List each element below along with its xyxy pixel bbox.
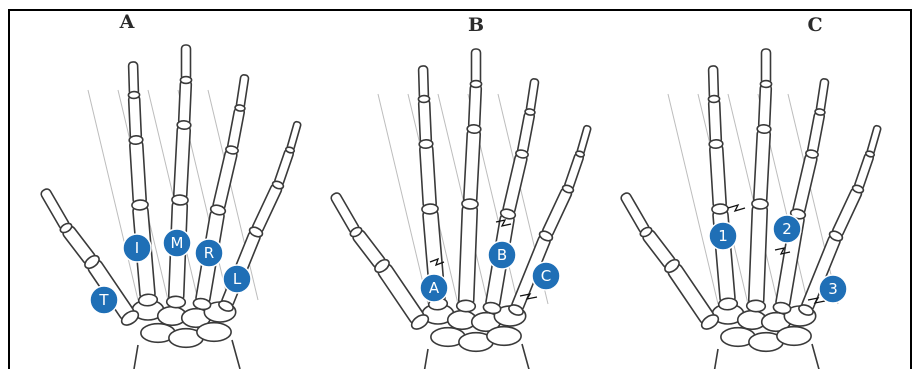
hand-skeleton-c (620, 49, 882, 369)
a-index-bone-3-joint (128, 91, 139, 98)
marker-a: A (420, 274, 448, 302)
a-little-bone-1 (251, 183, 283, 235)
a-middle-bone-0-joint (166, 296, 185, 308)
b-ring-bone-3 (526, 78, 539, 112)
marker-c: C (532, 262, 560, 290)
panel-letter-c: C (807, 14, 822, 36)
b-index-bone-3-joint (418, 95, 429, 102)
b-index-bone-3 (419, 66, 429, 99)
c-middle-bone-3-joint (760, 81, 771, 88)
a-middle-bone-3-joint (180, 77, 191, 84)
c-middle-bone-0-joint (746, 300, 765, 312)
svg-text:L: L (233, 270, 242, 288)
a-ring-bone-3-joint (235, 104, 246, 111)
b-little-bone-1 (541, 187, 573, 239)
marker-little: L (223, 265, 251, 293)
c-index-bone-3-joint (708, 95, 719, 102)
c-little-bone-1 (831, 187, 863, 239)
a-ring-bone-3 (236, 74, 249, 108)
b-index-bone-2-joint (419, 140, 433, 149)
c-ring-bone-3-joint (815, 108, 826, 115)
b-ring-bone-2 (517, 111, 535, 155)
svg-text:C: C (541, 267, 551, 285)
marker-middle: M (163, 229, 191, 257)
b-middle-bone-2 (469, 84, 482, 129)
a-index-bone-1-joint (132, 200, 149, 211)
c-middle-bone-3 (762, 49, 771, 84)
c-index-bone-2-joint (709, 140, 723, 149)
hand-skeleton-a (40, 45, 302, 369)
c-index-bone-2 (709, 99, 722, 144)
a-middle-bone-1 (174, 125, 191, 201)
svg-text:M: M (171, 234, 184, 252)
marker-ring: R (195, 239, 223, 267)
panel-letter-a: A (119, 11, 135, 33)
c-index-bone-1 (710, 144, 727, 210)
svg-text:R: R (204, 244, 214, 262)
c-ring-bone-3 (816, 78, 829, 112)
c-ring-bone-2 (807, 111, 825, 155)
a-middle-bone-3 (182, 45, 191, 80)
marker-index: I (123, 234, 151, 262)
a-middle-bone-1-joint (172, 195, 189, 206)
c-middle-bone-1 (754, 129, 771, 205)
b-middle-bone-2-joint (467, 125, 481, 134)
a-middle-bone-2 (179, 80, 192, 125)
c-middle-bone-0 (749, 204, 768, 307)
b-index-bone-1 (420, 144, 437, 210)
a-index-bone-2-joint (129, 136, 143, 145)
marker-thumb: T (90, 286, 118, 314)
b-index-bone-2 (419, 99, 432, 144)
a-ring-bone-1 (212, 149, 238, 212)
marker-2: 2 (773, 215, 801, 243)
marker-3: 3 (819, 275, 847, 303)
b-middle-bone-3 (472, 49, 481, 84)
a-middle-bone-2-joint (177, 121, 191, 130)
b-ring-bone-3-joint (525, 108, 536, 115)
marker-b: B (488, 241, 516, 269)
b-middle-bone-3-joint (470, 81, 481, 88)
carpal-bone (487, 327, 521, 346)
c-middle-bone-1-joint (752, 199, 769, 210)
a-index-bone-1 (130, 140, 147, 206)
b-middle-bone-1 (464, 129, 481, 205)
carpal-bone (197, 323, 231, 342)
panel-letter-b: B (468, 14, 484, 36)
svg-text:B: B (497, 246, 507, 264)
b-ring-bone-1 (502, 153, 528, 216)
b-middle-bone-0-joint (456, 300, 475, 312)
svg-text:1: 1 (718, 227, 728, 245)
c-middle-bone-2-joint (757, 125, 771, 134)
a-ring-bone-2 (227, 107, 245, 151)
b-index-bone-1-joint (422, 204, 439, 215)
marker-1: 1 (709, 222, 737, 250)
carpal-bone (777, 327, 811, 346)
c-index-bone-1-joint (712, 204, 729, 215)
c-index-bone-3 (709, 66, 719, 99)
a-index-bone-2 (129, 95, 142, 140)
c-middle-bone-2 (759, 84, 772, 129)
svg-text:A: A (429, 279, 440, 297)
svg-text:T: T (98, 291, 109, 309)
svg-text:I: I (135, 239, 139, 257)
c-ring-bone-1 (792, 153, 818, 216)
b-middle-bone-1-joint (462, 199, 479, 210)
a-index-bone-3 (129, 62, 139, 95)
svg-text:2: 2 (782, 220, 792, 238)
fracture-mark (728, 205, 745, 211)
b-middle-bone-0 (459, 204, 478, 307)
hand-skeleton-b (330, 49, 592, 369)
svg-text:3: 3 (828, 280, 838, 298)
